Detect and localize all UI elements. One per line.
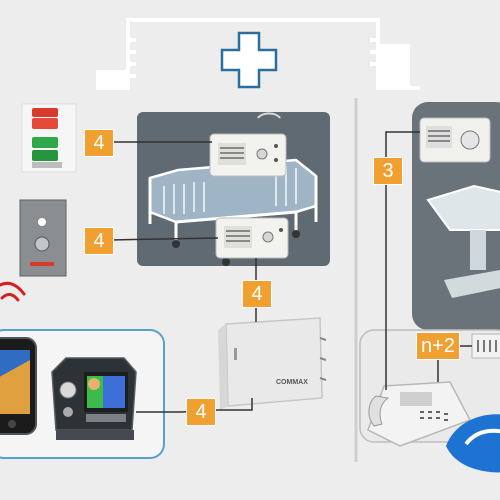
ceiling-speaker-unit (419, 117, 491, 163)
operating-table (426, 184, 500, 298)
wireless-signal-icon (0, 281, 26, 302)
bedside-intercom (215, 217, 289, 259)
badge-bed-to-exchange: 4 (242, 280, 272, 308)
hospital-cross-icon (220, 31, 278, 89)
badge-ward: 3 (373, 157, 403, 185)
smartphone (0, 337, 37, 435)
master-station-phone (367, 381, 472, 447)
badge-monitor-to-exchange: 4 (186, 398, 216, 426)
expansion-module (471, 333, 500, 359)
call-button (19, 199, 67, 277)
bedside-intercom (209, 133, 287, 177)
exchange-brand: COMMAX (276, 379, 308, 386)
building-crenel-right (370, 38, 378, 66)
link-monitor-to-exchange (136, 398, 253, 413)
link-speaker-to-master (385, 131, 420, 390)
video-intercom-monitor (51, 357, 137, 440)
brand-swirl-icon (446, 414, 500, 473)
central-exchange-box (218, 317, 327, 410)
badge-call-button: 4 (84, 227, 114, 255)
building-crenel (128, 38, 136, 78)
link-button-to-bed (109, 237, 219, 241)
signal-light (21, 103, 77, 173)
building-block-left (96, 70, 126, 90)
badge-signal-light: 4 (84, 129, 114, 157)
building-block-right (380, 44, 410, 90)
badge-master: n+2 (416, 332, 460, 360)
